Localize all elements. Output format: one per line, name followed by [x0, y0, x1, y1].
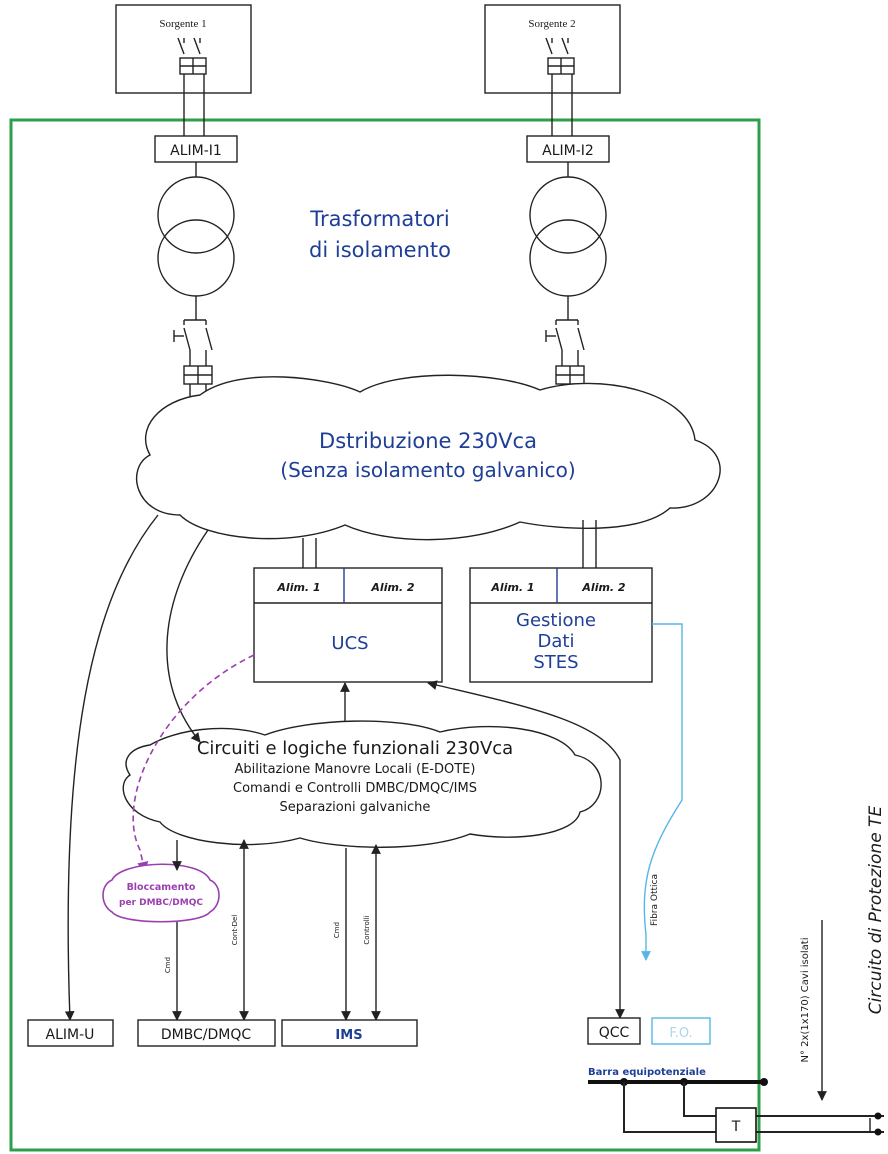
- t-junction-box: T: [715, 1107, 757, 1143]
- source-2-breaker-icon: [545, 37, 575, 75]
- fiber-optic-box-label: F.O.: [669, 1026, 692, 1041]
- source-1-label: Sorgente 1: [159, 18, 206, 30]
- gestione-line1: Gestione: [516, 610, 596, 631]
- ucs-title: UCS: [331, 633, 368, 654]
- qcc-label: QCC: [599, 1025, 630, 1041]
- dmbc-dmqc-box: DMBC/DMQC: [137, 1019, 276, 1047]
- feeder-alim-i2: ALIM-I2: [526, 135, 610, 163]
- ims-box: IMS: [281, 1019, 418, 1047]
- protection-circuit-label: Circuito di Protezione TE: [866, 806, 886, 1015]
- gestione-alim1-label: Alim. 1: [490, 581, 534, 594]
- transformers-label-line2: di isolamento: [309, 238, 451, 262]
- ims-label: IMS: [335, 1028, 362, 1043]
- line-to-alim-u: [64, 514, 159, 1021]
- line-to-circuits: [166, 529, 209, 743]
- wire-label-cmd-1: Cmd: [164, 957, 172, 973]
- wire-label-cmd-2: Cmd: [333, 922, 341, 938]
- fiber-optic-line: [641, 623, 683, 961]
- circuits-cloud: Circuiti e logiche funzionali 230Vca Abi…: [122, 720, 602, 848]
- gestione-dati-stes-unit: Alim. 1 Alim. 2 Gestione Dati STES: [469, 567, 653, 683]
- bloccamento-line2: per DMBC/DMQC: [119, 898, 203, 908]
- wire-label-cont-del: Cont-Del: [231, 915, 239, 946]
- ucs-alim1-label: Alim. 1: [276, 581, 320, 594]
- circuits-title: Circuiti e logiche funzionali 230Vca: [197, 738, 513, 759]
- breaker-1-icon: [173, 319, 213, 385]
- fiber-optic-box: F.O.: [651, 1017, 711, 1045]
- source-1-breaker-icon: [177, 37, 207, 75]
- distribution-label-line1: Dstribuzione 230Vca: [319, 429, 537, 453]
- distribution-label-line2: (Senza isolamento galvanico): [280, 458, 575, 482]
- bloccamento-line1: Bloccamento: [127, 882, 196, 893]
- wire-label-controlli: Controlli: [363, 915, 371, 944]
- bloccamento-badge: Bloccamento per DMBC/DMQC: [102, 863, 220, 923]
- feeder-alim-i2-label: ALIM-I2: [542, 143, 594, 159]
- breaker-2-icon: [545, 319, 585, 385]
- bloccamento-line: [132, 654, 255, 874]
- ucs-unit: Alim. 1 Alim. 2 UCS: [253, 567, 443, 683]
- cabinet-enclosure: [9, 118, 761, 1152]
- barra-label: Barra equipotenziale: [588, 1067, 706, 1078]
- circuits-line1: Abilitazione Manovre Locali (E-DOTE): [235, 762, 476, 777]
- alim-u-box: ALIM-U: [27, 1019, 114, 1047]
- transformer-2-icon: [529, 176, 607, 297]
- alim-u-label: ALIM-U: [46, 1027, 95, 1043]
- source-2-label: Sorgente 2: [528, 18, 575, 30]
- gestione-alim2-label: Alim. 2: [581, 581, 626, 594]
- gestione-line3: STES: [533, 652, 578, 673]
- dmbc-dmqc-label: DMBC/DMQC: [161, 1027, 252, 1043]
- feeder-alim-i1: ALIM-I1: [154, 135, 238, 163]
- circuits-line2: Comandi e Controlli DMBC/DMQC/IMS: [233, 781, 477, 796]
- transformers-label-line1: Trasformatori: [309, 207, 450, 231]
- feeder-alim-i1-label: ALIM-I1: [170, 143, 222, 159]
- fiber-optic-label: Fibra Ottica: [650, 874, 660, 926]
- transformer-1-icon: [157, 176, 235, 297]
- ucs-alim2-label: Alim. 2: [370, 581, 415, 594]
- gestione-line2: Dati: [538, 631, 575, 652]
- ucs-qcc-link: [427, 680, 625, 1019]
- circuits-line3: Separazioni galvaniche: [280, 800, 431, 815]
- distribution-cloud: Dstribuzione 230Vca (Senza isolamento ga…: [135, 374, 721, 541]
- t-box-label: T: [731, 1119, 741, 1135]
- cables-label: N° 2x(1x170) Cavi isolati: [800, 938, 811, 1063]
- qcc-box: QCC: [587, 1017, 641, 1045]
